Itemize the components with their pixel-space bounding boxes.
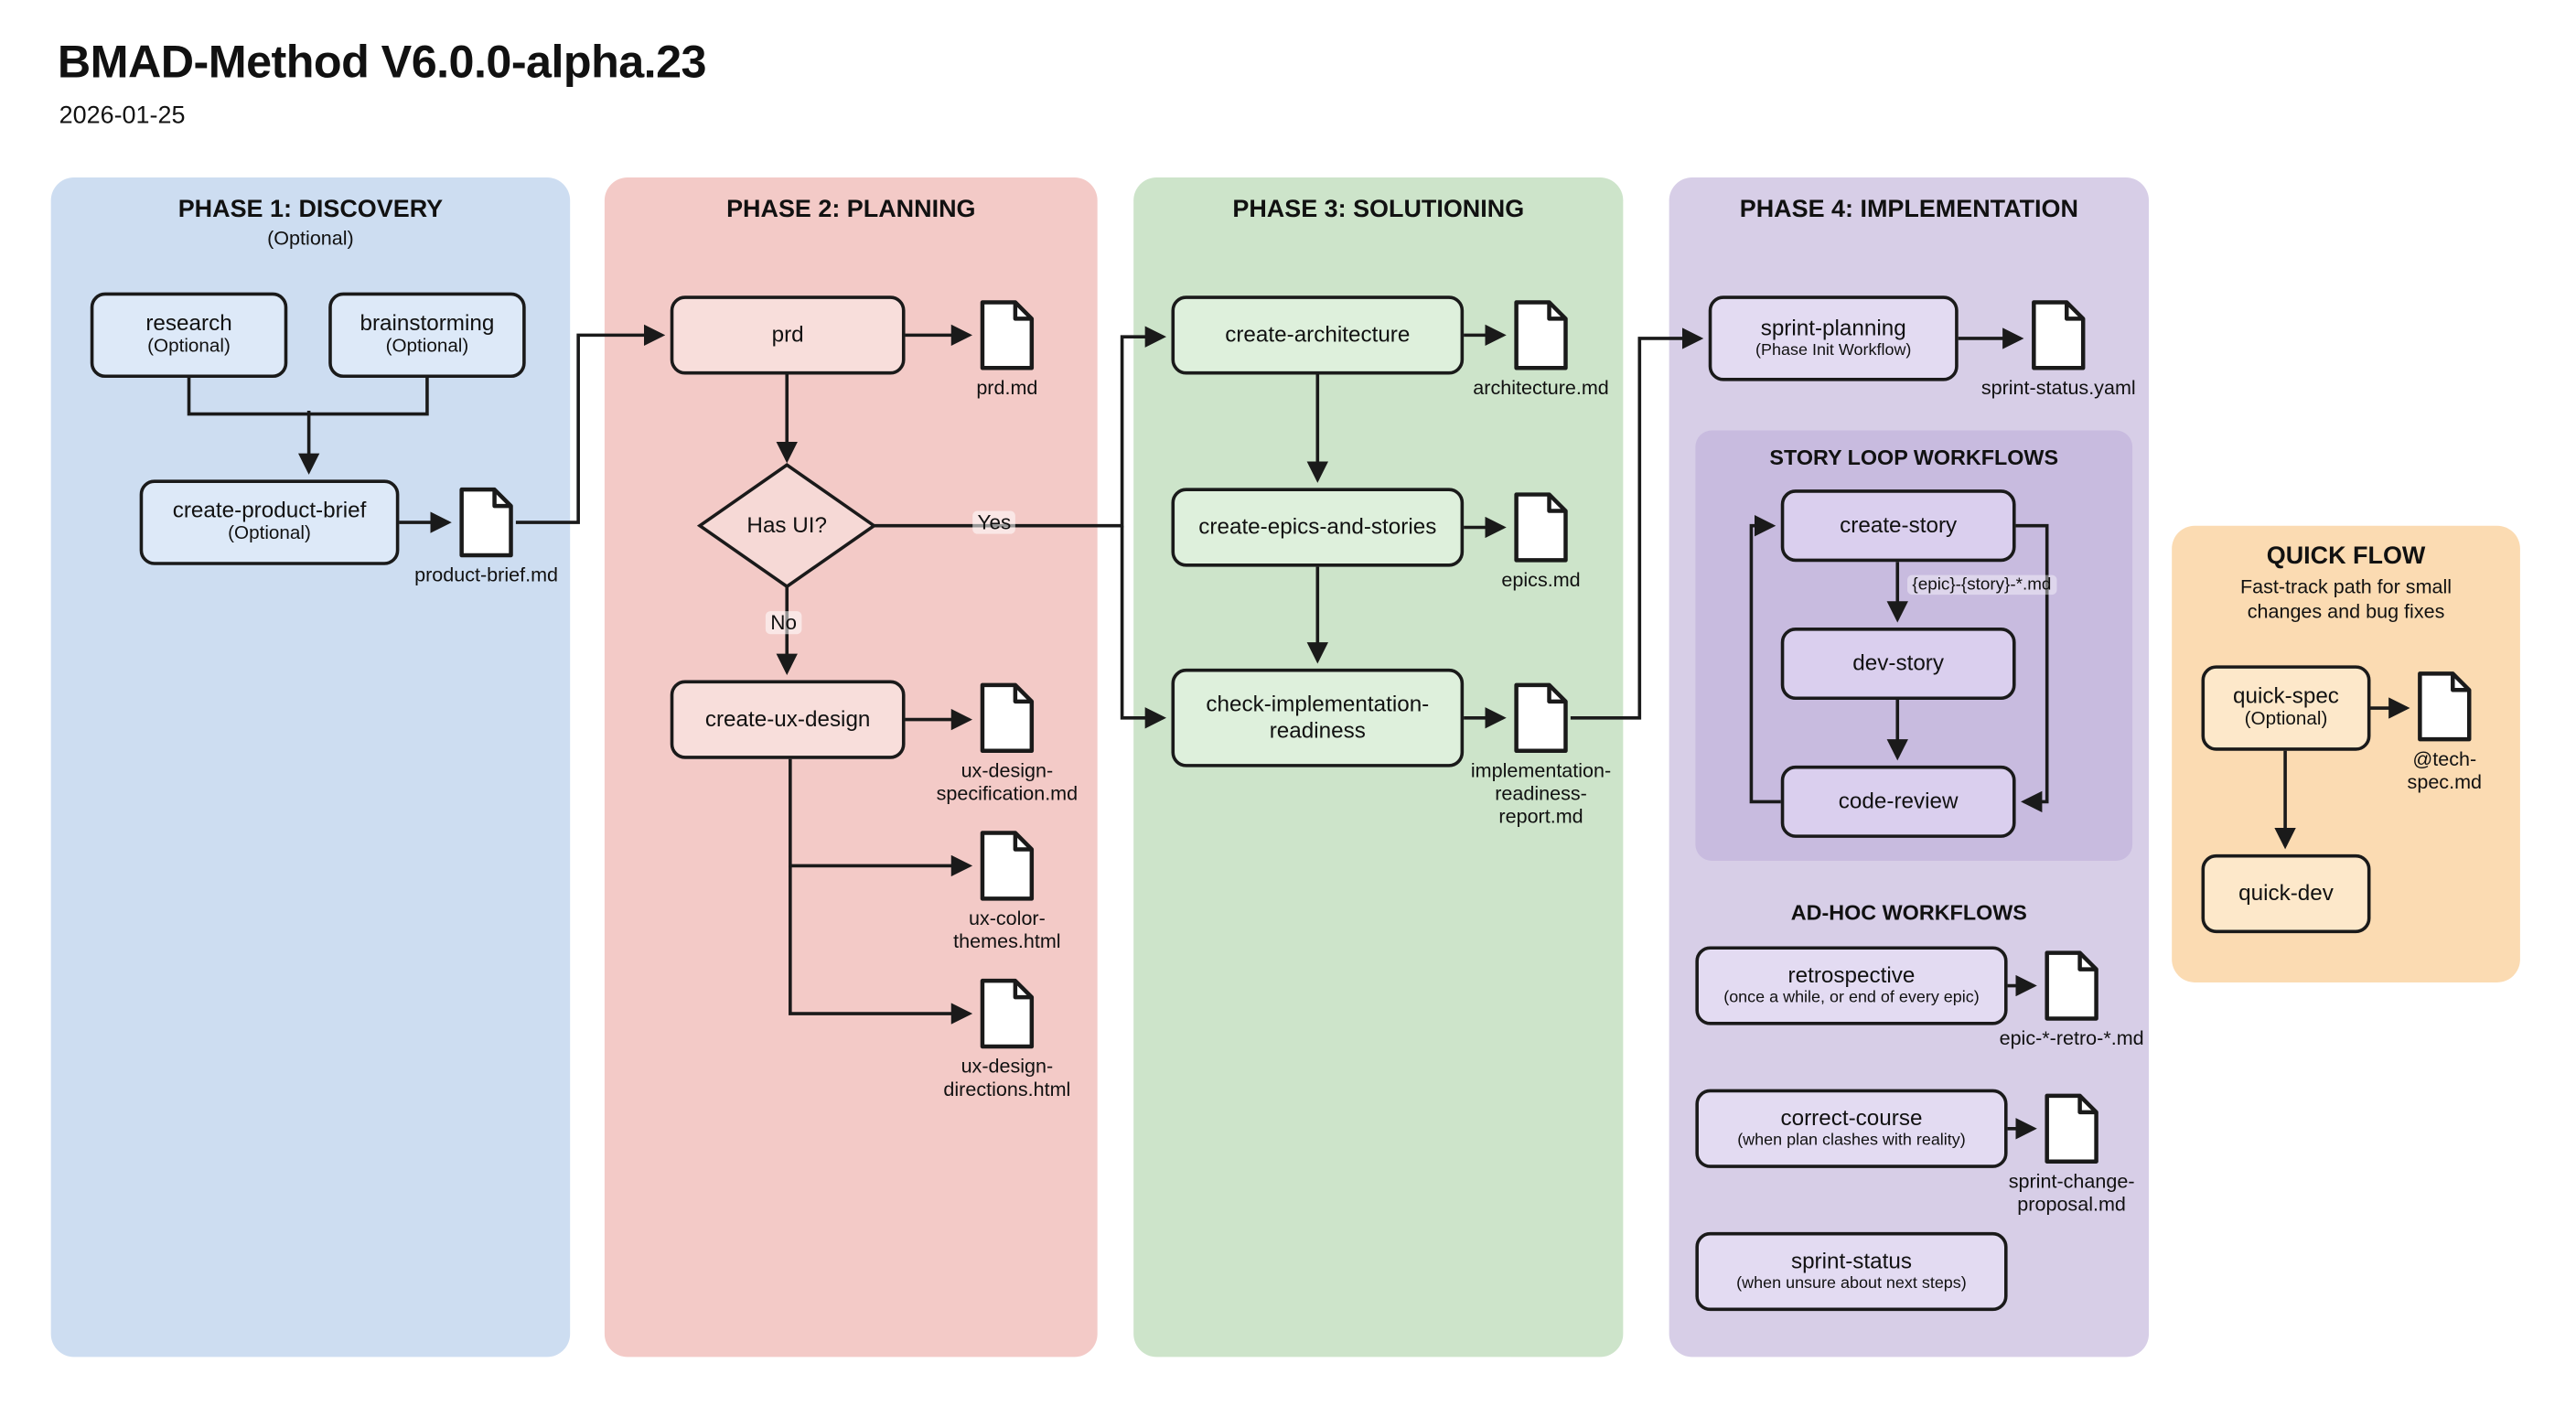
node-create-product-brief-sub: (Optional) [228,524,311,544]
doc-product-brief: product-brief.md [384,487,588,587]
node-brainstorming-sub: (Optional) [385,337,469,358]
node-create-architecture: create-architecture [1171,295,1465,375]
node-sprint-planning: sprint-planning (Phase Init Workflow) [1708,295,1959,381]
phase2-title: PHASE 2: PLANNING [726,195,976,224]
node-prd: prd [670,295,906,375]
doc-architecture: architecture.md [1439,299,1643,400]
node-brainstorming: brainstorming (Optional) [328,292,526,379]
node-retrospective-sub: (once a while, or end of every epic) [1723,989,1980,1007]
node-create-product-brief: create-product-brief (Optional) [139,479,400,565]
doc-epics: epics.md [1439,491,1643,592]
doc-ux-design-directions: ux-design-directions.html [906,978,1110,1101]
node-quick-spec-label: quick-spec [2233,683,2339,709]
doc-sprint-change-proposal: sprint-change-proposal.md [1970,1092,2174,1216]
node-research-label: research [145,310,232,336]
node-dev-story-label: dev-story [1852,650,1945,676]
quick-flow-title: QUICK FLOW [2266,542,2426,571]
node-retrospective-label: retrospective [1787,962,1916,988]
ad-hoc-title: AD-HOC WORKFLOWS [1790,900,2027,926]
edge-label-story-file: {epic}-{story}-*.md [1907,574,2056,596]
node-prd-label: prd [771,322,804,347]
phase1-title: PHASE 1: DISCOVERY [177,195,444,224]
node-correct-course: correct-course (when plan clashes with r… [1695,1089,2008,1168]
document-icon [980,300,1035,370]
phase1-subtitle: (Optional) [267,226,354,250]
doc-sprint-status-yaml-label: sprint-status.yaml [1980,376,2136,400]
node-retrospective: retrospective (once a while, or end of e… [1695,946,2008,1025]
node-code-review: code-review [1780,765,2016,838]
document-icon [459,487,513,558]
node-create-epics-and-stories-label: create-epics-and-stories [1198,514,1437,540]
doc-tech-spec: @tech-spec.md [2343,671,2547,794]
doc-epic-retro: epic-*-retro-*.md [1970,950,2174,1050]
doc-product-brief-label: product-brief.md [414,563,559,587]
doc-ux-design-specification: ux-design-specification.md [906,682,1110,805]
node-create-epics-and-stories: create-epics-and-stories [1171,488,1465,567]
page-title: BMAD-Method V6.0.0-alpha.23 [57,36,707,88]
doc-architecture-label: architecture.md [1473,376,1609,400]
document-icon [2418,671,2472,742]
doc-implementation-readiness-report: implementation-readiness-report.md [1439,682,1643,829]
node-create-product-brief-label: create-product-brief [172,498,367,523]
node-sprint-planning-label: sprint-planning [1760,316,1906,341]
story-loop-title: STORY LOOP WORKFLOWS [1769,445,2059,470]
doc-prd-md-label: prd.md [976,376,1038,400]
node-sprint-planning-sub: (Phase Init Workflow) [1755,341,1912,360]
document-icon [1514,682,1568,753]
doc-ux-design-specification-label: ux-design-specification.md [936,758,1079,806]
document-icon [2045,1093,2098,1164]
node-create-ux-design-label: create-ux-design [704,706,871,732]
edge-label-no: No [765,611,802,635]
doc-sprint-change-proposal-label: sprint-change-proposal.md [2008,1169,2135,1217]
node-correct-course-label: correct-course [1780,1105,1923,1131]
document-icon [980,682,1035,753]
decision-has-ui: Has UI? [746,512,828,538]
document-icon [980,978,1035,1049]
phase4-title: PHASE 4: IMPLEMENTATION [1739,195,2078,224]
date-label: 2026-01-25 [59,102,186,130]
node-create-ux-design: create-ux-design [670,680,906,759]
doc-tech-spec-label: @tech-spec.md [2407,747,2483,794]
node-create-story: create-story [1780,489,2016,563]
phase3-title: PHASE 3: SOLUTIONING [1232,195,1525,224]
document-icon [2032,300,2086,370]
node-correct-course-sub: (when plan clashes with reality) [1737,1132,1966,1151]
document-icon [980,831,1035,901]
node-sprint-status-sub: (when unsure about next steps) [1736,1274,1967,1293]
doc-sprint-status-yaml: sprint-status.yaml [1957,299,2161,400]
doc-ux-color-themes: ux-color-themes.html [906,830,1110,953]
node-check-implementation-readiness: check-implementation-readiness [1171,668,1465,767]
document-icon [1514,300,1568,370]
node-quick-dev: quick-dev [2201,853,2371,934]
node-code-review-label: code-review [1838,789,1959,814]
quick-flow-subtitle: Fast-track path for small changes and bu… [2239,574,2453,623]
node-create-story-label: create-story [1840,512,1958,538]
node-check-implementation-readiness-label: check-implementation-readiness [1206,692,1430,743]
node-quick-dev-label: quick-dev [2238,880,2334,906]
node-quick-spec-sub: (Optional) [2244,710,2328,730]
doc-implementation-readiness-report-label: implementation-readiness-report.md [1470,758,1612,829]
node-sprint-status: sprint-status (when unsure about next st… [1695,1231,2008,1312]
node-create-architecture-label: create-architecture [1225,322,1411,347]
doc-prd-md: prd.md [906,299,1110,400]
node-quick-spec: quick-spec (Optional) [2201,665,2371,751]
doc-ux-color-themes-label: ux-color-themes.html [953,907,1061,953]
node-sprint-status-label: sprint-status [1790,1249,1913,1274]
doc-epic-retro-label: epic-*-retro-*.md [1999,1026,2144,1050]
document-icon [2045,950,2098,1021]
node-brainstorming-label: brainstorming [360,310,495,336]
doc-ux-design-directions-label: ux-design-directions.html [943,1054,1071,1101]
doc-epics-label: epics.md [1501,568,1581,592]
document-icon [1514,492,1568,563]
node-dev-story: dev-story [1780,628,2016,701]
edge-label-yes: Yes [972,510,1016,534]
node-research: research (Optional) [90,292,288,379]
node-research-sub: (Optional) [147,337,231,358]
